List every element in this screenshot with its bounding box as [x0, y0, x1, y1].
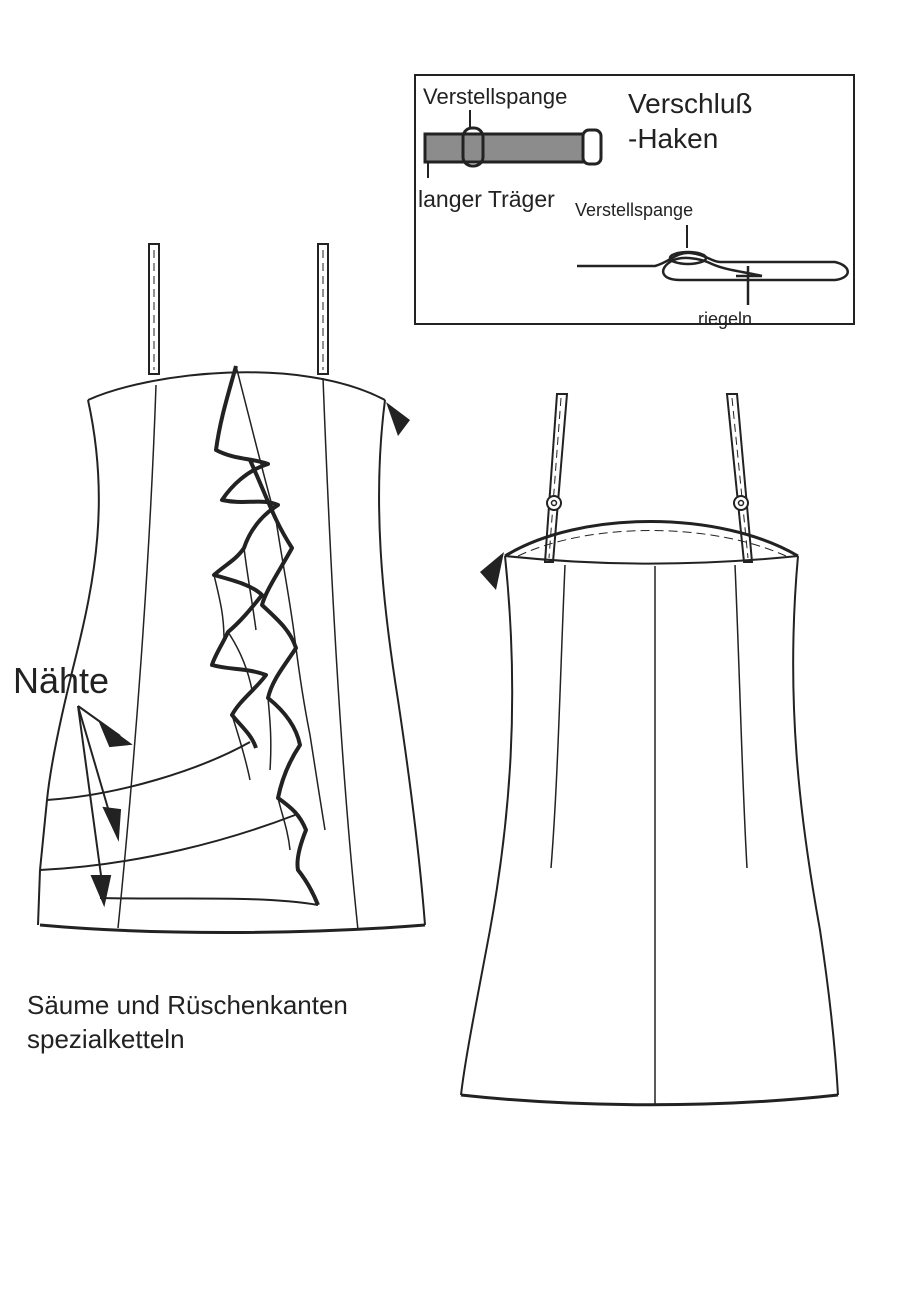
front-view-dress — [37, 243, 426, 934]
seam-arrows — [77, 705, 133, 908]
finishing-note-line2: spezialketteln — [27, 1024, 185, 1054]
left-adjuster — [546, 495, 562, 511]
strap-detail-inset — [414, 74, 855, 325]
finishing-note-line1: Säume und Rüschenkanten — [27, 990, 348, 1020]
right-adjuster — [733, 495, 749, 511]
bartack-label: riegeln — [698, 309, 753, 329]
back-view-dress — [460, 393, 839, 1107]
closure-title-line2: -Haken — [628, 123, 719, 154]
hook-end — [581, 128, 603, 166]
seams-label: Nähte — [13, 660, 110, 701]
adjuster-label-top: Verstellspange — [423, 84, 568, 109]
adjuster-buckle — [461, 126, 485, 168]
adjuster-label-bottom: Verstellspange — [575, 200, 694, 220]
long-strap-label: langer Träger — [418, 186, 555, 212]
back-seam-marker-triangle — [480, 552, 504, 590]
strap-with-adjuster-illustration — [423, 110, 603, 178]
left-strap — [148, 243, 160, 375]
right-strap — [317, 243, 329, 375]
strap-loop-illustration — [577, 225, 849, 305]
closure-title-line1: Verschluß — [628, 88, 753, 119]
seam-marker-triangle — [386, 402, 410, 436]
